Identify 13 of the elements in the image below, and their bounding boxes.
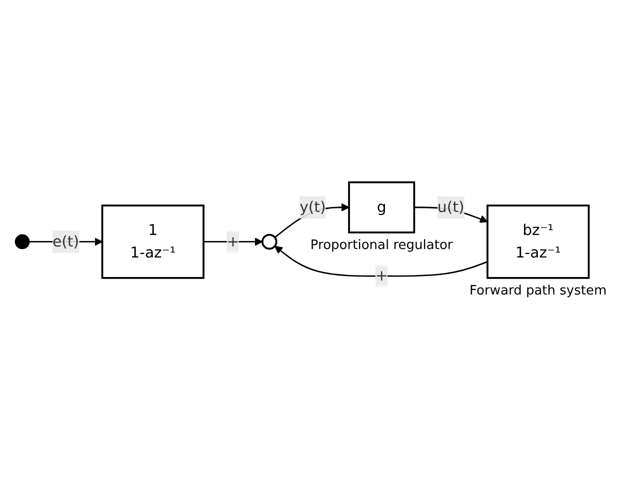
node-circle bbox=[262, 233, 278, 250]
edge-label: + bbox=[226, 232, 240, 250]
edge-label: u(t) bbox=[437, 198, 464, 216]
node-circle bbox=[14, 234, 30, 249]
block-caption: Forward path system bbox=[470, 283, 607, 298]
edge-label: y(t) bbox=[300, 198, 326, 216]
node-box: 1 1-az⁻¹ bbox=[101, 204, 204, 279]
node-box: g bbox=[348, 180, 416, 233]
node-box: bz⁻¹ 1-az⁻¹ bbox=[486, 204, 590, 279]
edge-label: + bbox=[375, 266, 388, 284]
edge-label: e(t) bbox=[52, 232, 80, 250]
arrow bbox=[274, 245, 488, 276]
block-caption: Proportional regulator bbox=[310, 238, 453, 253]
